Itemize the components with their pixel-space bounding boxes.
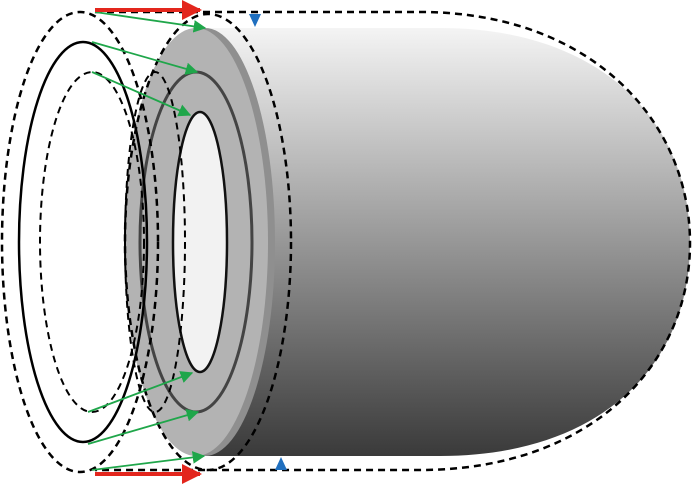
blue-marker-group [249,14,287,470]
dashed-front-ellipse-right [123,12,293,472]
dashed-front-ellipse-middle [124,71,186,413]
green-arrow-6 [91,451,206,471]
inner-hole [171,110,229,374]
red-arrow-group [95,0,202,484]
blue-marker-2 [275,457,287,470]
green-arrow-5 [87,409,200,445]
left-inner-dashed-ring [39,71,145,413]
green-arrow-1 [94,11,207,33]
green-arrow-3 [91,71,192,117]
green-arrow-4 [87,371,194,413]
dashed-outer-outline [95,10,692,472]
green-arrow-2 [91,41,199,75]
left-outer-dashed-ring [0,10,160,474]
left-solid-ring [17,40,149,444]
green-arrow-group [87,11,207,471]
cylinder-body [200,28,690,456]
blue-marker-1 [249,14,261,27]
